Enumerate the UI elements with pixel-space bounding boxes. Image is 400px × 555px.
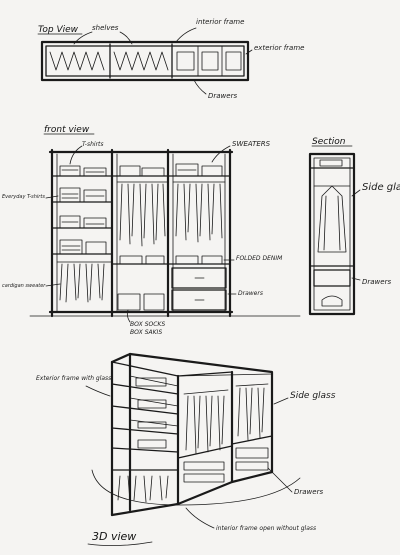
section-inner-frame [313,157,351,311]
front-view-folded-denim [119,255,165,265]
top-view-hangers [113,51,169,71]
3d-view-shelf [177,445,233,459]
top-view-shelves-label: shelves [92,24,119,32]
front-view-box-sakis-label: BOX SAKIS [130,329,162,336]
front-view-cardigan-label: cardigan sweater [2,283,46,289]
leader-line [119,31,133,45]
top-view-drawers-label: Drawers [208,92,237,100]
leader-line [211,145,231,163]
front-view-hanging-shirts [175,183,223,243]
front-view-hanging-shirts [119,183,166,247]
3d-view-interior-frame-label: interior frame open without glass [216,525,316,532]
front-view-everyday-tshirts-label: Everyday T-shirts [2,194,45,200]
front-view-sock-box [143,293,165,311]
3d-view-drawers [183,461,225,483]
front-view: front view [2,125,301,336]
front-view-box-socks-label: BOX SOCKS [130,321,165,328]
top-view-drawer [201,51,219,71]
3d-view-ground [91,469,301,506]
front-view-folded-denim-label: FOLDED DENIM [236,255,283,262]
top-view-drawer [176,51,195,71]
section-shoes [321,295,343,307]
top-view-exterior-frame-label: exterior frame [254,44,304,52]
section-outer-frame [308,152,356,316]
section-drawer [313,269,351,287]
3d-view-exterior-frame-label: Exterior frame with glass [36,375,111,382]
leader-line [185,507,215,529]
front-view-folded-tshirts [59,215,107,229]
section-folded-item [319,159,343,167]
front-view-drawer [171,289,227,311]
3d-view-title-underline [87,541,153,546]
3d-view-shelves [111,383,179,471]
leader-line [45,283,61,287]
front-view-folded-denim [175,255,223,265]
top-view: Top View shelves interior frame exterior… [37,18,304,100]
front-view-sweaters [175,163,223,177]
3d-view-hanging-rod [235,383,269,387]
leader-line [245,49,253,55]
front-view-cardigans [59,263,105,303]
section-drawers-label: Drawers [362,278,391,286]
3d-view-side-glass-label: Side glass [290,391,336,401]
3d-view-shelf [231,435,273,445]
3d-view-hanging-shirts [237,387,265,441]
section-side-glass-label: Side glass [362,182,400,193]
front-view-sock-box [117,293,141,311]
top-view-interior-outline [45,45,245,77]
leader-line [45,195,59,199]
3d-view-hanging-shirts [185,395,225,455]
top-view-interior-frame-label: interior frame [196,18,244,26]
front-view-drawer [171,267,227,289]
leader-line [351,277,361,281]
leader-line [267,467,293,493]
leader-line [351,189,361,197]
front-view-drawers-label: Drawers [238,290,263,297]
leader-line [69,145,83,165]
leader-line [273,397,289,405]
top-view-exterior-frame [40,40,250,82]
3d-view-bottom-rail [110,470,274,517]
section-hanging-jacket [317,185,347,253]
leader-line [126,309,131,323]
3d-view-back-shelves [129,375,179,427]
front-view-tshirts-label: T-shirts [82,141,104,148]
front-view-sweaters-label: SWEATERS [232,140,271,148]
front-view-folded-tshirts [59,239,107,255]
3d-view-title: 3D view [92,530,136,543]
3d-view-top-back-rail [129,353,273,377]
section-view: Section Side glass Drawers [308,137,400,316]
leader-line [193,79,207,95]
3d-view-hanging-rod [183,389,229,395]
3d-view-top-rail [110,352,274,376]
3d-view-hanging-lower [117,475,169,503]
3d-view-drawers-label: Drawers [294,488,323,496]
top-view-hangers [49,51,105,71]
front-view-folded-tshirts [59,165,107,177]
leader-line [85,385,111,397]
leader-line [175,27,197,43]
section-title: Section [312,137,346,147]
front-view-folded-tshirts [59,187,107,203]
front-view-title: front view [44,125,90,135]
3d-view: Exterior frame with glass Side glass Dra… [36,352,336,546]
top-view-drawer [225,51,242,71]
3d-view-drawers [235,447,269,471]
leader-line [73,31,93,45]
3d-view-folded-stacks [135,377,167,449]
top-view-title: Top View [38,25,79,35]
front-view-folded-tshirts [119,165,165,177]
